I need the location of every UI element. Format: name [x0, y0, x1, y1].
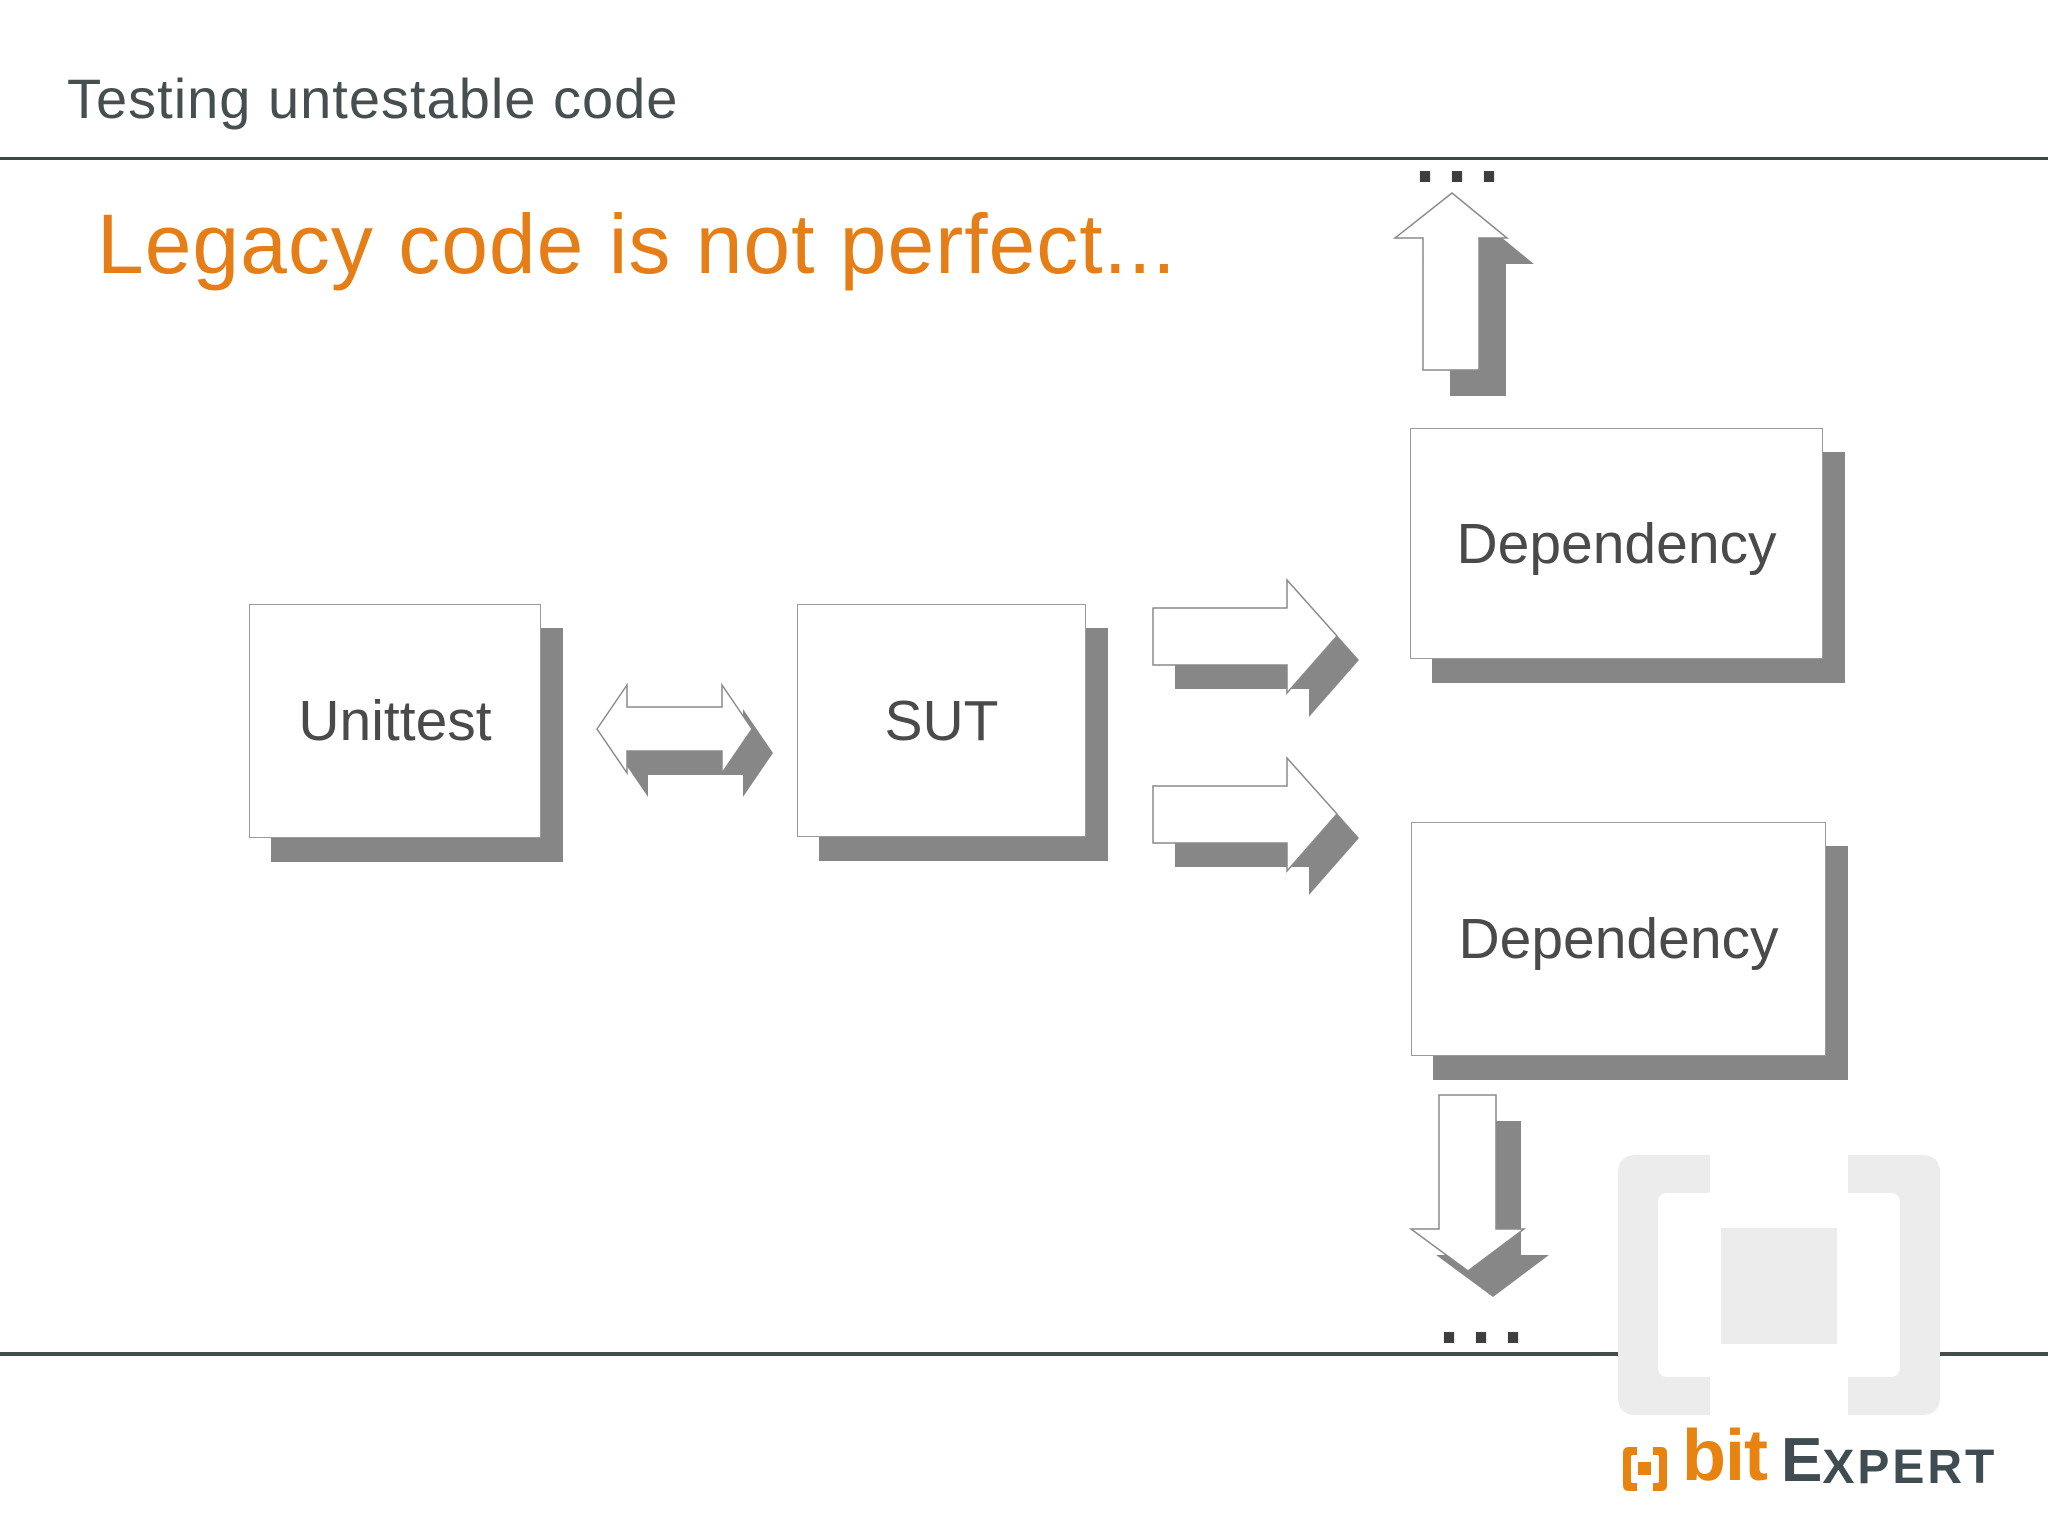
bidirectional-arrow-icon	[596, 682, 773, 797]
sut-box: SUT	[797, 604, 1086, 837]
logo-icon-left-bracket	[1623, 1447, 1637, 1491]
header-divider	[0, 157, 2048, 160]
arrow-right-bottom-icon	[1152, 756, 1359, 895]
logo-icon-right-bracket	[1653, 1447, 1667, 1491]
ellipsis-top: ...	[1413, 128, 1511, 196]
watermark-center-square	[1721, 1228, 1837, 1344]
bracket-logo-watermark-icon	[1618, 1155, 1940, 1415]
dependency-top-label: Dependency	[1456, 511, 1777, 576]
arrow-down-face	[1408, 1094, 1527, 1272]
bitexpert-watermark	[1618, 1155, 1940, 1417]
arrow-right-top-face	[1152, 578, 1339, 695]
arrow-down-icon	[1408, 1094, 1549, 1297]
arrow-right-top-icon	[1152, 578, 1359, 717]
watermark-left-bracket	[1618, 1155, 1710, 1415]
unittest-label: Unittest	[298, 689, 492, 753]
dependency-bottom-box: Dependency	[1411, 822, 1826, 1056]
unittest-box: Unittest	[249, 604, 541, 838]
slide-heading: Legacy code is not perfect...	[97, 197, 1177, 291]
ellipsis-bottom: ...	[1437, 1289, 1535, 1357]
brand-expert-rest: XPERT	[1822, 1441, 1998, 1494]
watermark-right-bracket	[1848, 1155, 1940, 1415]
brand-expert-initial: E	[1780, 1426, 1823, 1495]
arrow-right-bottom-face	[1152, 756, 1339, 873]
page-title: Testing untestable code	[67, 67, 679, 130]
arrow-up-icon	[1392, 192, 1534, 396]
dependency-bottom-label: Dependency	[1458, 907, 1779, 971]
arrow-up-face	[1392, 192, 1510, 371]
bitexpert-logo-icon	[1623, 1447, 1667, 1491]
dependency-top-box: Dependency	[1410, 428, 1823, 659]
bidirectional-arrow-face	[596, 682, 753, 776]
brand-bit: bit	[1682, 1416, 1768, 1496]
logo-icon-center-square	[1638, 1462, 1651, 1475]
footer-divider	[0, 1352, 2048, 1356]
sut-label: SUT	[884, 688, 999, 753]
